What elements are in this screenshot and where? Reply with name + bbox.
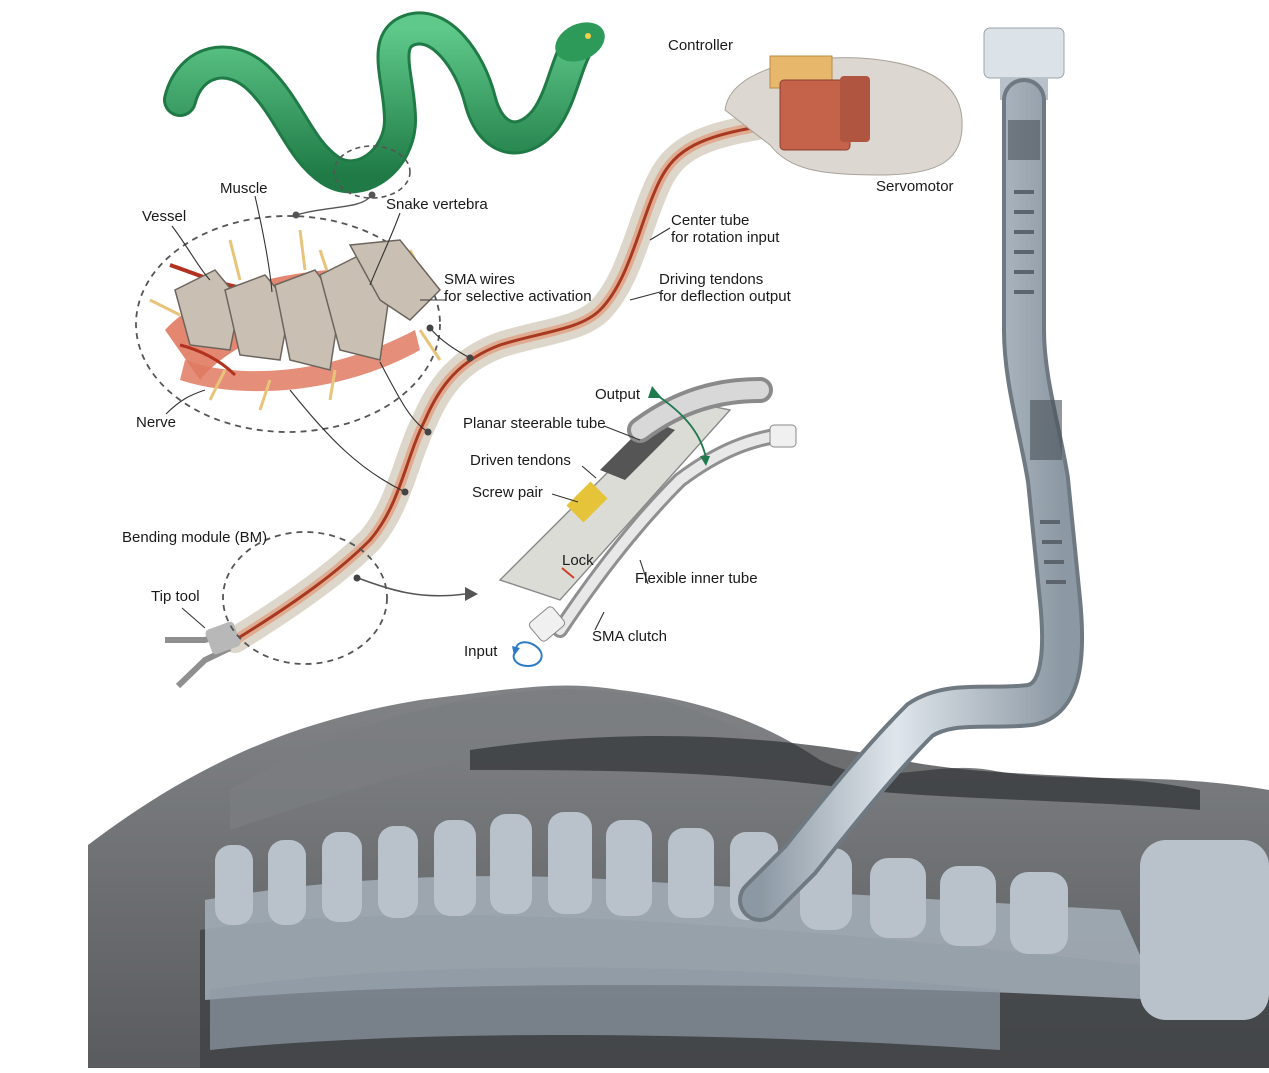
label-driving-tendons-line2: for deflection output xyxy=(659,288,791,305)
label-input: Input xyxy=(464,643,498,660)
label-output: Output xyxy=(595,386,641,403)
leader-lines xyxy=(165,195,671,631)
controller-housing xyxy=(724,55,963,176)
robot-physical xyxy=(738,27,1085,922)
label-sma-clutch: SMA clutch xyxy=(592,628,668,645)
label-driven-tendons: Driven tendons xyxy=(470,452,571,469)
output-arrow xyxy=(648,386,710,466)
label-muscle: Muscle xyxy=(220,180,268,197)
label-planar-steerable-tube: Planar steerable tube xyxy=(463,415,606,432)
label-snake-vertebra: Snake vertebra xyxy=(386,196,488,213)
label-nerve: Nerve xyxy=(136,414,177,431)
label-screw-pair: Screw pair xyxy=(472,484,543,501)
label-sma-wires-line2: for selective activation xyxy=(444,288,592,305)
label-center-tube-line1: Center tube xyxy=(671,212,750,229)
label-lock: Lock xyxy=(562,552,594,569)
bending-module-arrow xyxy=(357,577,466,597)
snake-callout-line xyxy=(295,194,373,216)
label-flexible-inner-tube: Flexible inner tube xyxy=(635,570,758,587)
label-sma-wires-line1: SMA wires xyxy=(444,271,515,288)
exploded-module-view xyxy=(498,377,797,642)
bending-module-callout xyxy=(222,531,388,665)
label-driving-tendons-line1: Driving tendons xyxy=(659,271,764,288)
robot-schematic xyxy=(165,112,783,689)
label-bending-module: Bending module (BM) xyxy=(122,529,268,546)
label-controller: Controller xyxy=(668,37,734,54)
label-servomotor: Servomotor xyxy=(876,178,954,195)
label-center-tube-line2: for rotation input xyxy=(671,229,780,246)
snake-anatomy-zoom xyxy=(135,215,442,433)
snake-callout-circle xyxy=(333,145,411,199)
snake-illustration xyxy=(163,11,605,194)
label-vessel: Vessel xyxy=(142,208,187,225)
leader-dots xyxy=(353,324,474,582)
label-tip-tool: Tip tool xyxy=(151,588,200,605)
input-rotation-arrow xyxy=(512,641,543,668)
